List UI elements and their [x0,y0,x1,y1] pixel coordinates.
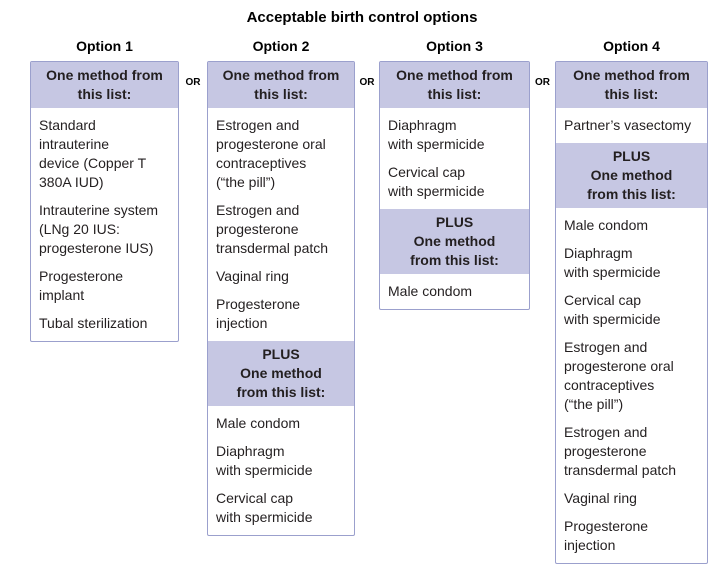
columns-row: Option 1 One method from this list: Standa… [0,38,724,564]
box-header: One method from this list: [31,62,178,108]
or-label: OR [535,77,550,88]
method-item: Estrogen and progesterone transdermal pa… [216,202,329,256]
method-item: Male condom [564,217,649,233]
method-item: Estrogen and progesterone transdermal pa… [564,424,677,478]
method-list: Standard intrauterine device (Copper T 3… [31,108,178,341]
option-box: One method from this list: Estrogen and p… [207,61,355,536]
method-item: Male condom [216,415,301,431]
page-title: Acceptable birth control options [246,9,478,26]
method-item: Diaphragm with spermicide [564,245,661,280]
box-header: One method from this list: [208,62,354,108]
or-label: OR [359,77,375,88]
method-item: Intrauterine system (LNg 20 IUS: progest… [39,202,159,256]
method-item: Progesterone injection [564,518,649,553]
option-column-2: Option 2 One method from this list: Estrog… [207,38,355,536]
method-item: Standard intrauterine device (Copper T 3… [39,117,147,190]
method-item: Male condom [388,283,473,299]
method-item: Cervical cap with spermicide [388,164,485,199]
method-item: Diaphragm with spermicide [388,117,485,152]
column-label: Option 2 [252,38,310,54]
box-plus-header: PLUS One method from this list: [556,143,707,208]
option-box: One method from this list: Standard intra… [30,61,179,342]
method-list: Estrogen and progesterone oral contracep… [208,108,354,341]
method-item: Vaginal ring [216,268,289,284]
column-label: Option 4 [603,38,660,54]
option-column-4: Option 4 One method from this list: Partne… [555,38,708,564]
column-label: Option 1 [76,38,133,54]
method-item: Estrogen and progesterone oral contracep… [216,117,326,190]
method-item: Diaphragm with spermicide [216,443,313,478]
method-item: Cervical cap with spermicide [564,292,661,327]
box-header: One method from this list: [380,62,529,108]
method-item: Estrogen and progesterone oral contracep… [564,339,674,412]
method-item: Progesterone injection [216,296,301,331]
method-item: Progesterone implant [39,268,124,303]
box-plus-header: PLUS One method from this list: [208,341,354,406]
method-item: Vaginal ring [564,490,637,506]
option-box: One method from this list: Partner’s vase… [555,61,708,564]
or-label: OR [185,77,201,88]
box-header: One method from this list: [556,62,707,108]
option-column-1: Option 1 One method from this list: Standa… [30,38,179,342]
method-list: Male condom [380,274,529,309]
option-box: One method from this list:Diaphragm with… [379,61,530,310]
method-item: Partner’s vasectomy [564,117,692,133]
method-item: Tubal sterilization [39,315,148,331]
column-label: Option 3 [426,38,483,54]
box-plus-header: PLUS One method from this list: [380,209,529,274]
method-list: Partner’s vasectomy [556,108,707,143]
method-item: Cervical cap with spermicide [216,490,313,525]
